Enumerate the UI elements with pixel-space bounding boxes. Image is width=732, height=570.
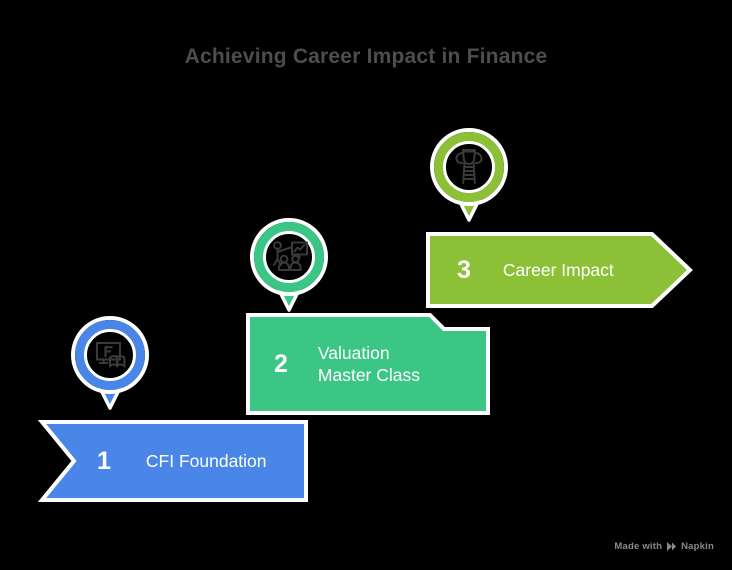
step-2-rect-icon	[246, 313, 490, 415]
pin-marker-green-icon	[250, 218, 328, 312]
step-1-shape[interactable]: 1 CFI Foundation	[37, 420, 308, 502]
napkin-watermark: Made with Napkin	[614, 541, 714, 552]
step-2-pin[interactable]	[246, 216, 332, 316]
napkin-logo-icon	[667, 542, 677, 551]
step-3-arrow-icon	[426, 232, 693, 308]
watermark-brand: Napkin	[681, 541, 714, 552]
step-1-pin[interactable]	[67, 314, 153, 414]
step-2-shape[interactable]: 2 Valuation Master Class	[246, 313, 490, 415]
pin-marker-blue-icon	[71, 316, 149, 410]
page-title: Achieving Career Impact in Finance	[184, 45, 548, 68]
trophy-ladder-icon	[455, 149, 483, 184]
step-3-shape[interactable]: 3 Career Impact	[426, 232, 693, 308]
watermark-prefix: Made with	[614, 541, 663, 552]
presenter-board-students-icon	[273, 241, 308, 271]
step-3-pin[interactable]	[426, 126, 512, 226]
whiteboard-book-icon	[95, 341, 126, 369]
step-1-chevron-icon	[37, 420, 308, 502]
pin-marker-lime-icon	[430, 128, 508, 222]
